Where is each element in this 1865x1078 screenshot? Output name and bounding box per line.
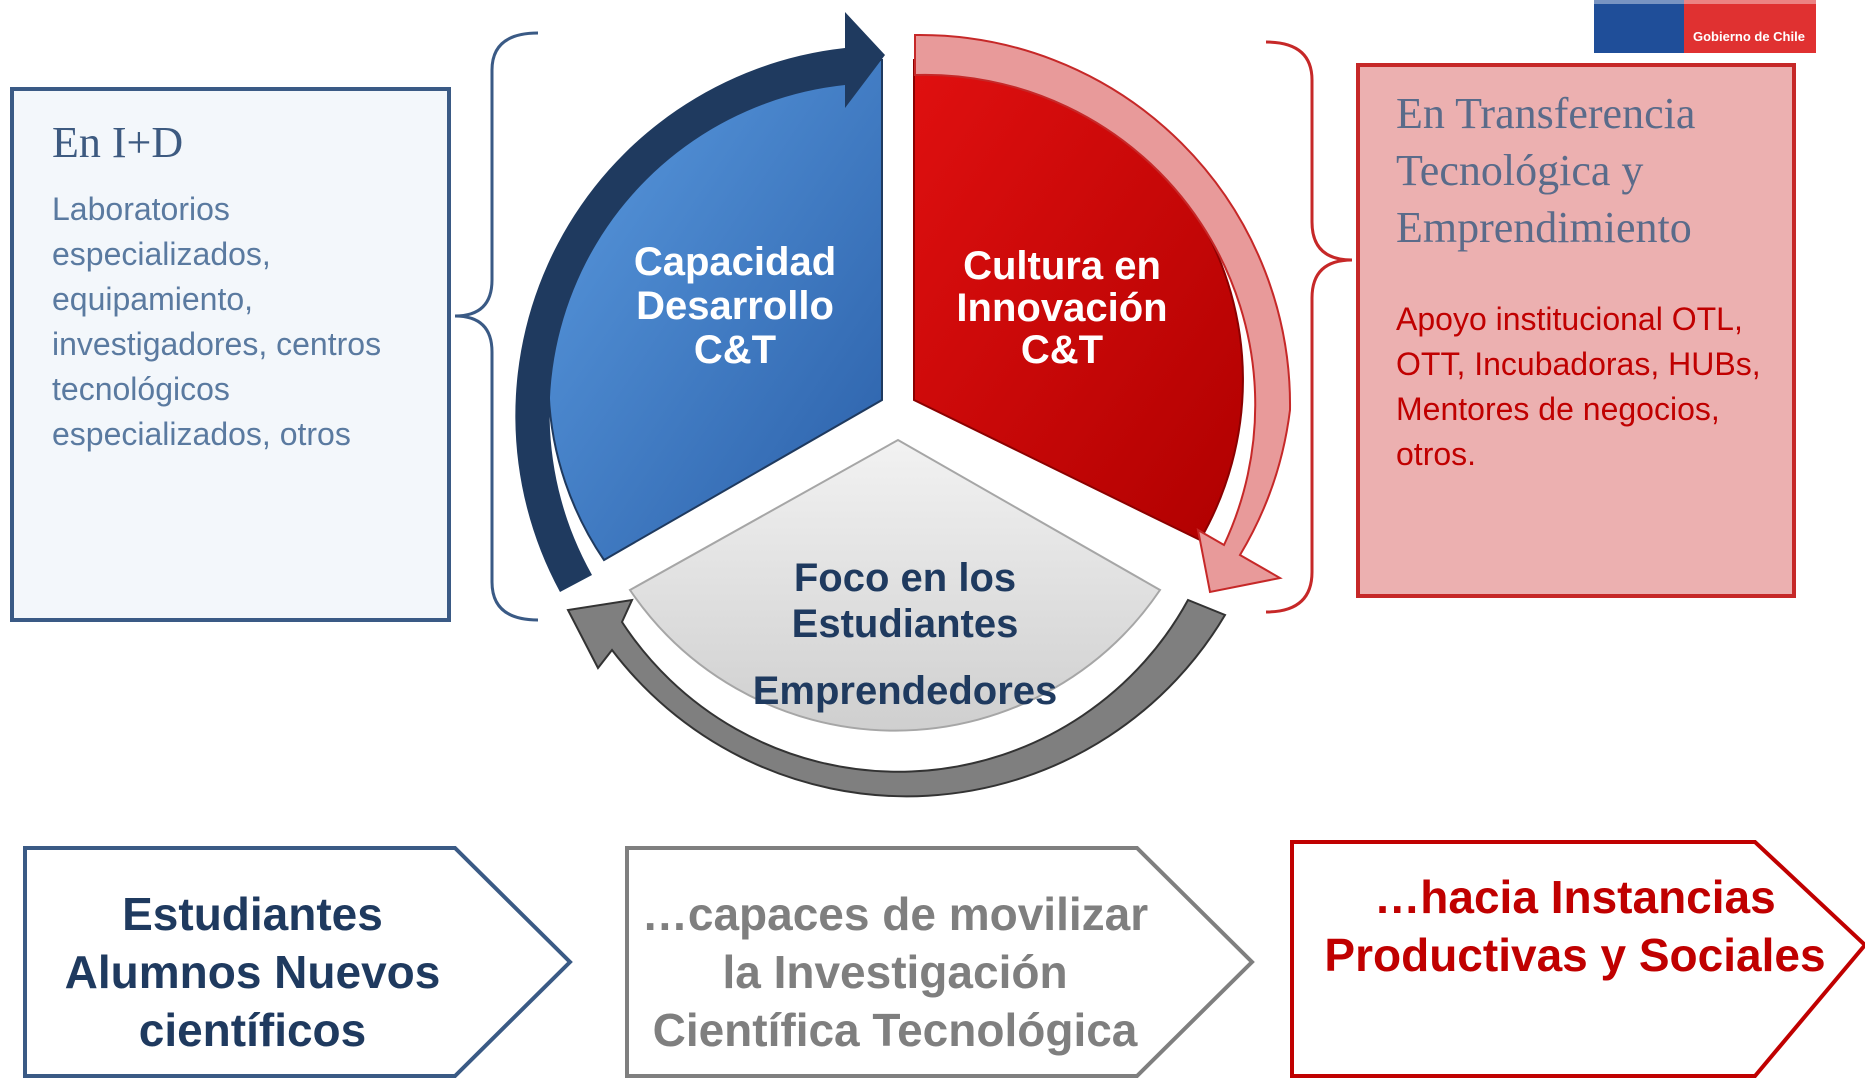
chevron-productive-label: …hacia Instancias Productivas y Sociales (1324, 871, 1826, 981)
gray-arrow (566, 598, 1227, 798)
left-brace (454, 31, 539, 622)
chevron-students (23, 846, 573, 1078)
id-box-title: En I+D (52, 118, 184, 167)
chevron-research-label: …capaces de movilizar la Investigación C… (641, 888, 1149, 1056)
gray-segment (628, 438, 1162, 732)
chevron-students-label: Estudiantes Alumnos Nuevos científicos (64, 888, 441, 1056)
chevron-research (625, 846, 1255, 1078)
transfer-box-title: En Transferencia Tecnológica y Emprendim… (1396, 89, 1696, 252)
pink-arrow (914, 33, 1292, 594)
transfer-box-body: Apoyo institucional OTL, OTT, Incubadora… (1396, 301, 1761, 472)
blue-segment-label: Capacidad Desarrollo C&T (633, 240, 837, 372)
gray-segment-sublabel: Emprendedores (752, 669, 1058, 713)
dark-blue-arrow (515, 12, 885, 592)
gobierno-de-chile-logo (1594, 0, 1816, 53)
id-info-box: En I+D Laboratorios especializados, equi… (10, 87, 451, 622)
right-brace (1265, 40, 1353, 614)
gray-segment-label: Foco en los Estudiantes (791, 556, 1019, 646)
transfer-info-box: En Transferencia Tecnológica y Emprendim… (1356, 63, 1796, 598)
red-segment-label: Cultura en Innovación C&T (956, 244, 1168, 372)
chevron-productive (1290, 840, 1865, 1078)
id-box-body: Laboratorios especializados, equipamient… (52, 191, 382, 452)
logo-text: Gobierno de Chile (1693, 29, 1805, 44)
